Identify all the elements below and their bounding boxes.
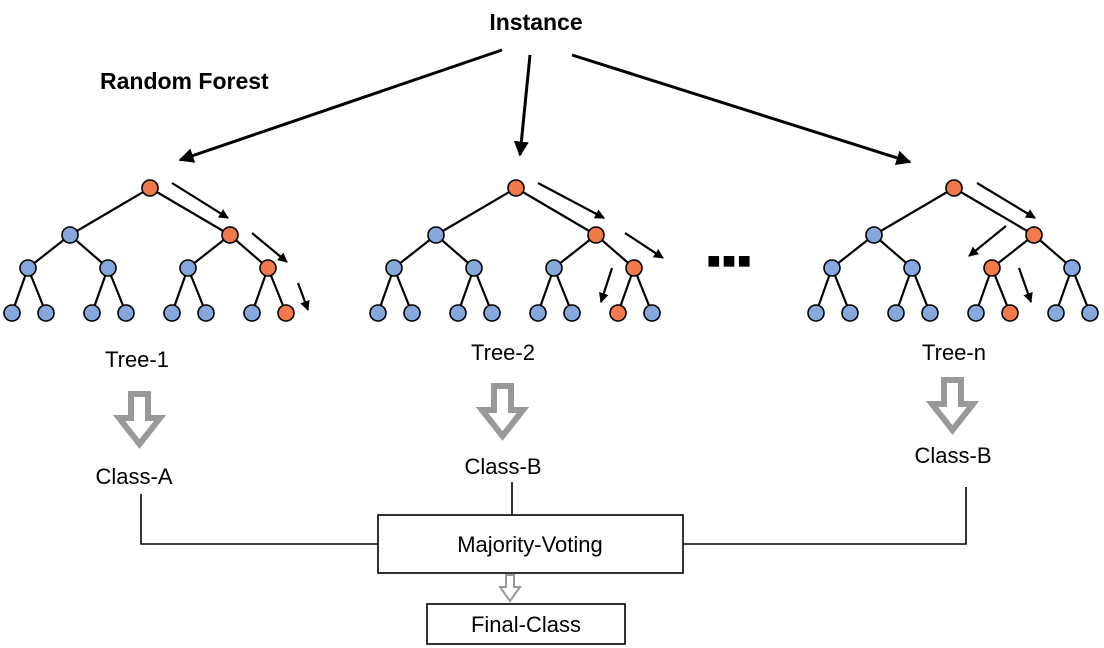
tree-node xyxy=(3,304,21,322)
tree-n-label: Tree-n xyxy=(922,340,986,365)
traversal-arrow xyxy=(624,232,664,259)
majority-voting-box xyxy=(377,514,684,574)
tree-node xyxy=(921,304,939,322)
tree-node xyxy=(841,304,859,322)
traversal-arrow xyxy=(537,182,605,219)
tree-node xyxy=(449,304,467,322)
tree-node xyxy=(61,226,79,244)
instance-title: Instance xyxy=(489,9,582,35)
tree-node xyxy=(529,304,547,322)
instance-arrow-tree-2 xyxy=(513,54,532,157)
tree-edge xyxy=(515,187,597,236)
tree-edge xyxy=(69,187,151,236)
tree-edge xyxy=(553,234,597,269)
tree-node xyxy=(197,304,215,322)
tree-node xyxy=(385,259,403,277)
tree-edge xyxy=(991,234,1035,269)
instance-arrow-tree-1 xyxy=(178,48,503,163)
tree-node xyxy=(1081,304,1099,322)
tree-2 xyxy=(369,179,664,322)
class-label-tree-n: Class-B xyxy=(914,443,991,468)
tree-node xyxy=(1047,304,1065,322)
tree-node xyxy=(369,304,387,322)
random-forest-label: Random Forest xyxy=(100,68,269,94)
tree-node xyxy=(1063,259,1081,277)
traversal-arrow xyxy=(976,182,1036,219)
decision-path-node xyxy=(609,304,627,322)
decision-path-node xyxy=(625,259,643,277)
tree-2-label: Tree-2 xyxy=(471,340,535,365)
tree-node xyxy=(465,259,483,277)
tree-edge xyxy=(953,187,1035,236)
tree-node xyxy=(545,259,563,277)
decision-path-node xyxy=(587,226,605,244)
tree-node xyxy=(865,226,883,244)
final-class-label: Final-Class xyxy=(471,612,581,637)
tree-node xyxy=(163,304,181,322)
ellipsis: ■■■ xyxy=(707,248,753,273)
tree-edge xyxy=(393,234,437,269)
traversal-arrow xyxy=(171,182,229,219)
decision-path-node xyxy=(1025,226,1043,244)
tree-node xyxy=(563,304,581,322)
tree-edge xyxy=(873,187,955,236)
connector-tree-n xyxy=(683,487,967,545)
tree-node xyxy=(179,259,197,277)
decision-path-node xyxy=(507,179,525,197)
tree-node xyxy=(903,259,921,277)
decision-path-node xyxy=(221,226,239,244)
tree-node xyxy=(483,304,501,322)
decision-path-node xyxy=(1001,304,1019,322)
decision-path-node xyxy=(141,179,159,197)
tree-node xyxy=(19,259,37,277)
tree-node xyxy=(887,304,905,322)
tree-edge xyxy=(831,234,875,269)
tree-edge xyxy=(27,234,71,269)
decision-path-node xyxy=(945,179,963,197)
decision-path-node xyxy=(983,259,1001,277)
tree-n xyxy=(807,179,1099,322)
traversal-arrow xyxy=(296,282,310,311)
down-arrow-tree-n xyxy=(925,377,980,435)
majority-voting-label: Majority-Voting xyxy=(457,532,603,557)
tree-node xyxy=(823,259,841,277)
tree-node xyxy=(243,304,261,322)
tree-node xyxy=(99,259,117,277)
tree-node xyxy=(643,304,661,322)
tree-node xyxy=(37,304,55,322)
tree-1-label: Tree-1 xyxy=(105,347,169,372)
traversal-arrow xyxy=(1017,267,1033,303)
traversal-arrow xyxy=(251,232,288,263)
tree-node xyxy=(83,304,101,322)
tree-edge xyxy=(149,187,231,236)
class-label-tree-2: Class-B xyxy=(464,454,541,479)
tree-node xyxy=(967,304,985,322)
decision-path-node xyxy=(277,304,295,322)
tree-edge xyxy=(435,187,517,236)
final-class-box xyxy=(426,603,626,645)
connector-tree-1 xyxy=(140,494,378,545)
tree-node xyxy=(807,304,825,322)
traversal-arrow xyxy=(599,267,614,303)
traversal-arrow xyxy=(968,225,1007,257)
decision-path-node xyxy=(259,259,277,277)
class-label-tree-1: Class-A xyxy=(95,464,172,489)
tree-edge xyxy=(187,234,231,269)
down-arrow-tree-1 xyxy=(112,391,167,449)
instance-arrow-tree-n xyxy=(571,53,912,166)
tree-node xyxy=(427,226,445,244)
down-arrow-final xyxy=(498,574,522,603)
tree-node xyxy=(403,304,421,322)
down-arrow-tree-2 xyxy=(475,383,530,441)
tree-1 xyxy=(3,179,310,322)
tree-node xyxy=(117,304,135,322)
